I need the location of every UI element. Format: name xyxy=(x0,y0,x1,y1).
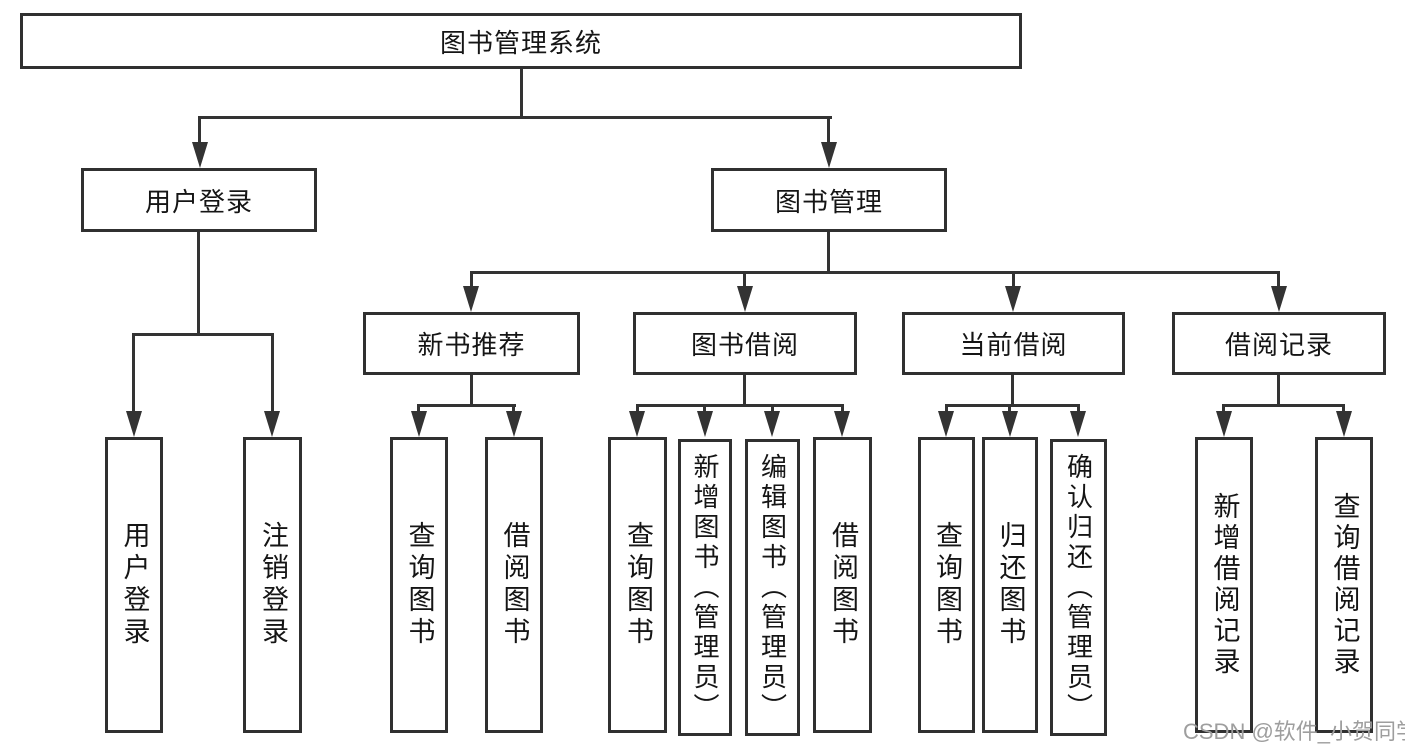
arrow-down-icon xyxy=(938,411,954,437)
leaf-logout: 注销登录 xyxy=(243,437,302,733)
leaf-label: 借阅图书 xyxy=(499,521,530,649)
arrow-down-icon xyxy=(463,286,479,312)
arrow-down-icon xyxy=(264,411,280,437)
connector-drop-book-mgmt xyxy=(827,116,830,144)
node-book-borrow: 图书借阅 xyxy=(633,312,857,375)
arrow-down-icon xyxy=(192,142,208,168)
leaf-borrow-books-new: 借阅图书 xyxy=(485,437,543,733)
node-current-borrow: 当前借阅 xyxy=(902,312,1125,375)
csdn-watermark: CSDN @软件_小贺同学 xyxy=(1183,719,1405,744)
leaf-confirm-return-admin: 确认归还（管理员） xyxy=(1050,439,1107,736)
leaf-label: 注销登录 xyxy=(258,521,288,649)
connector-drop-leaf xyxy=(1342,404,1345,414)
connector-drop-level3 xyxy=(1277,271,1280,289)
leaf-user-login: 用户登录 xyxy=(105,437,163,733)
node-book-borrow-label: 图书借阅 xyxy=(690,330,799,360)
leaf-add-books-admin: 新增图书（管理员） xyxy=(678,439,732,736)
connector-drop-level3 xyxy=(470,271,473,289)
leaf-add-borrow-record: 新增借阅记录 xyxy=(1195,437,1253,733)
node-current-borrow-label: 当前借阅 xyxy=(959,330,1068,360)
connector-new-book-trunk xyxy=(470,375,473,407)
connector-drop-leaf xyxy=(271,333,274,413)
connector-borrow-record-trunk xyxy=(1277,375,1280,407)
connector-drop-leaf xyxy=(1077,404,1080,414)
connector-current-borrow-trunk xyxy=(1011,375,1014,407)
leaf-label: 编辑图书（管理员） xyxy=(757,452,788,723)
arrow-down-icon xyxy=(1271,286,1287,312)
connector-drop-user-login xyxy=(198,116,201,144)
leaf-edit-books-admin: 编辑图书（管理员） xyxy=(745,439,800,736)
leaf-label: 查询借阅记录 xyxy=(1329,492,1360,678)
connector-level3-bar xyxy=(470,271,1280,274)
connector-new-book-bar xyxy=(418,404,516,407)
leaf-label: 用户登录 xyxy=(119,521,150,649)
connector-current-borrow-bar xyxy=(945,404,1080,407)
node-new-book-recommend: 新书推荐 xyxy=(363,312,580,375)
leaf-label: 查询图书 xyxy=(404,521,435,649)
connector-book-borrow-trunk xyxy=(743,375,746,407)
connector-root-trunk xyxy=(520,69,523,117)
node-book-mgmt: 图书管理 xyxy=(711,168,947,232)
connector-drop-leaf xyxy=(132,333,135,413)
connector-drop-leaf xyxy=(417,404,420,414)
connector-drop-leaf xyxy=(1222,404,1225,414)
connector-user-login-bar xyxy=(133,333,274,336)
connector-drop-leaf xyxy=(841,404,844,414)
leaf-query-borrow-record: 查询借阅记录 xyxy=(1315,437,1373,733)
leaf-label: 确认归还（管理员） xyxy=(1063,452,1094,723)
leaf-borrow-books: 借阅图书 xyxy=(813,437,872,733)
connector-user-login-trunk xyxy=(197,232,200,336)
arrow-down-icon xyxy=(737,286,753,312)
arrow-down-icon xyxy=(1005,286,1021,312)
arrow-down-icon xyxy=(126,411,142,437)
leaf-label: 借阅图书 xyxy=(828,521,858,649)
node-borrow-record: 借阅记录 xyxy=(1172,312,1386,375)
connector-level2-bar xyxy=(198,116,832,119)
connector-drop-leaf xyxy=(703,404,706,414)
node-user-login-label: 用户登录 xyxy=(144,186,253,217)
leaf-label: 归还图书 xyxy=(995,521,1026,649)
arrow-down-icon xyxy=(506,411,522,437)
connector-book-mgmt-trunk xyxy=(827,232,830,274)
connector-drop-leaf xyxy=(1008,404,1011,414)
node-borrow-record-label: 借阅记录 xyxy=(1224,330,1333,360)
node-new-book-label: 新书推荐 xyxy=(417,330,526,360)
arrow-down-icon xyxy=(764,411,780,437)
connector-drop-leaf xyxy=(636,404,639,414)
arrow-down-icon xyxy=(629,411,645,437)
leaf-label: 新增图书（管理员） xyxy=(690,452,720,723)
node-book-mgmt-label: 图书管理 xyxy=(774,186,883,217)
leaf-return-books: 归还图书 xyxy=(982,437,1038,733)
node-root-label: 图书管理系统 xyxy=(439,27,602,58)
arrow-down-icon xyxy=(697,411,713,437)
leaf-query-books-current: 查询图书 xyxy=(918,437,975,733)
connector-drop-leaf xyxy=(945,404,948,414)
node-root: 图书管理系统 xyxy=(20,13,1022,69)
leaf-query-books-borrow: 查询图书 xyxy=(608,437,667,733)
leaf-query-books-new: 查询图书 xyxy=(390,437,448,733)
arrow-down-icon xyxy=(1002,411,1018,437)
arrow-down-icon xyxy=(1070,411,1086,437)
arrow-down-icon xyxy=(834,411,850,437)
leaf-label: 新增借阅记录 xyxy=(1209,492,1240,678)
connector-book-borrow-bar xyxy=(636,404,844,407)
leaf-label: 查询图书 xyxy=(623,521,653,649)
connector-drop-leaf xyxy=(771,404,774,414)
arrow-down-icon xyxy=(821,142,837,168)
connector-drop-level3 xyxy=(1012,271,1015,289)
node-user-login: 用户登录 xyxy=(81,168,317,232)
connector-drop-level3 xyxy=(743,271,746,289)
arrow-down-icon xyxy=(1216,411,1232,437)
arrow-down-icon xyxy=(411,411,427,437)
arrow-down-icon xyxy=(1336,411,1352,437)
connector-drop-leaf xyxy=(512,404,515,414)
leaf-label: 查询图书 xyxy=(932,521,962,649)
connector-borrow-record-bar xyxy=(1223,404,1345,407)
